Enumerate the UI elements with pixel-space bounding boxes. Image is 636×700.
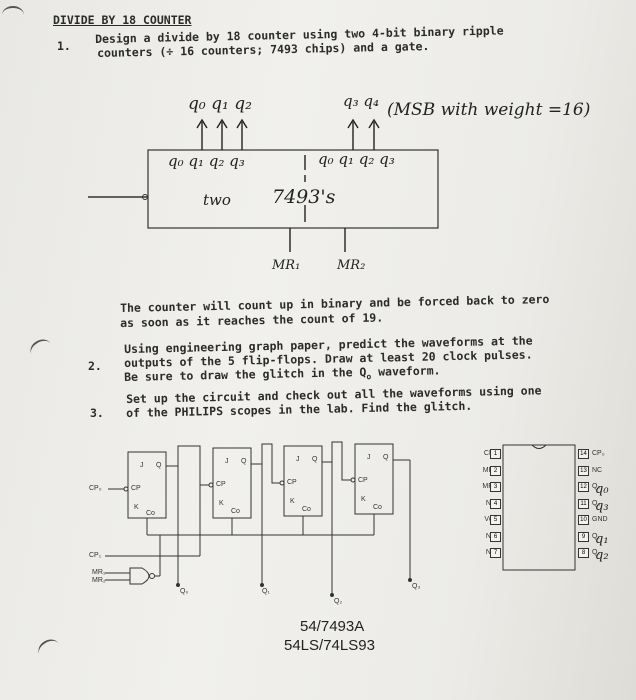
mr2-input-label: MR₂ [92,577,106,584]
cp1-input-label: CP₁ [89,552,102,559]
ff4-co-label: Co [373,504,382,511]
pin-q3-handwritten: q₃ [595,499,609,514]
box-q-labels-right: q₀ q₁ q₂ q₃ [318,150,395,168]
chip-pin-label-left: MR₁ [472,467,496,474]
chip-pin-number-right: 14 [578,449,589,459]
chip-pin-number-left: 1 [490,449,501,459]
chip-pin-label-right: Q₀ [592,483,601,490]
chip-pin-label-right: Q₁ [592,532,600,540]
chip-pin-number-right: 10 [578,515,589,525]
ff4-cp-label: CP [358,477,368,484]
mr1-input-label: MR₁ [92,569,106,576]
ff4-q-label: Q [383,454,389,461]
ff3-cp-label: CP [287,479,297,486]
chip-pin-number-left: 4 [490,498,501,509]
output-q0-label: Q₀ [180,588,189,595]
ff3-co-label: Co [302,506,311,513]
ff1-k-label: K [134,504,139,511]
ff2-cp-label: CP [216,481,226,488]
binder-hole-top [2,6,24,24]
ff2-co-label: Co [231,508,240,515]
chip-pin-label-right: Q₂ [592,549,601,556]
output-q3-label: Q₃ [412,583,421,590]
ff3-q-label: Q [312,456,318,463]
ff4-j-label: J [367,454,371,461]
chip-pin-label-right: Q₃ [592,499,601,507]
box-q-labels-left: q₀ q₁ q₂ q₃ [168,152,245,170]
mr1-label: MR₁ [272,258,301,273]
ff1-cp-label: CP [131,485,141,492]
ff1-j-label: J [140,462,144,469]
chip-pin-label-left: CP₁ [472,450,496,457]
top-q-outputs-right: q₃ q₄ [343,92,379,110]
top-q-outputs-left: q₀ q₁ q₂ [188,94,252,114]
item-2-number: 2. [88,359,102,373]
pin-q1-handwritten: q₁ [595,532,609,547]
chip-pin-number-left: 7 [490,548,501,558]
ff2-q-label: Q [241,458,247,465]
ff2-j-label: J [225,458,229,465]
page-title: DIVIDE BY 18 COUNTER [53,13,192,27]
chip-pin-number-left: 5 [490,515,501,525]
mr2-label: MR₂ [337,258,366,273]
chip-pin-label-left: MR₂ [472,483,496,490]
chip-caption-2: 54LS/74LS93 [284,637,375,654]
ff4-k-label: K [361,496,366,503]
chip-pin-number-left: 3 [490,482,501,492]
cp0-input-label: CP₀ [89,485,102,492]
chip-caption-1: 54/7493A [300,618,365,635]
output-q1-label: Q₁ [262,588,270,595]
pin-q2-handwritten: q₂ [595,548,609,563]
box-chips-label: 7493's [272,186,336,208]
item-3-number: 3. [90,406,104,420]
pin-q0-handwritten: q₀ [595,482,609,497]
ff3-k-label: K [290,498,295,505]
chip-pin-number-right: 12 [578,482,589,492]
chip-pin-number-right: 8 [578,548,589,558]
chip-pin-number-right: 11 [578,498,589,509]
chip-pin-number-right: 9 [578,531,589,542]
ff2-k-label: K [219,500,224,507]
ff3-j-label: J [296,456,300,463]
box-two-label: two [203,191,231,209]
chip-pin-label-right: GND [592,516,608,523]
item-1-number: 1. [57,39,71,53]
chip-pin-number-left: 6 [490,531,501,542]
chip-pin-number-left: 2 [490,465,501,476]
chip-pin-label-right: CP₀ [592,450,605,457]
chip-pin-label-right: NC [592,466,603,474]
chip-pin-number-right: 13 [578,465,589,476]
ff1-co-label: Co [146,510,155,517]
msb-note: (MSB with weight =16) [387,100,591,120]
output-q2-label: Q₂ [334,598,343,605]
ff1-q-label: Q [156,462,162,469]
